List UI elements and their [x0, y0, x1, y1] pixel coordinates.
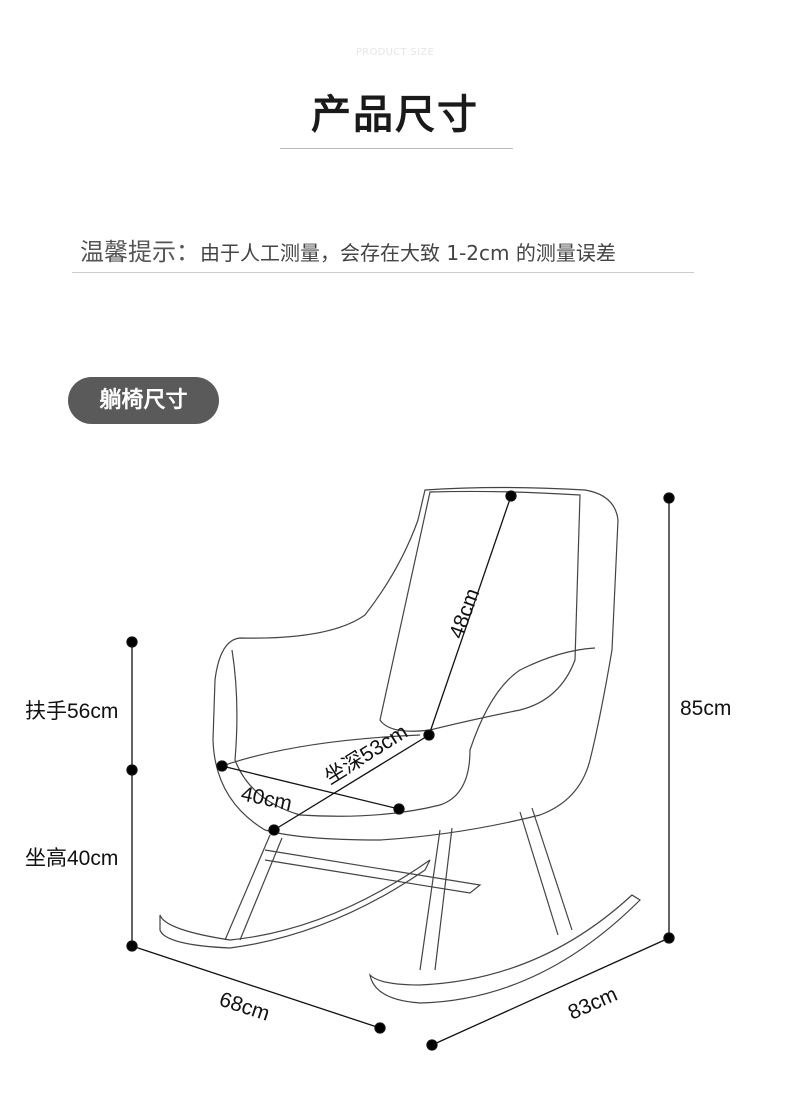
dimension-lines [126, 490, 675, 1051]
total-height-label: 85cm [680, 697, 731, 720]
title-divider [280, 148, 513, 149]
chair-outline [159, 486, 641, 1004]
depth-label: 83cm [565, 983, 621, 1025]
tip-text: 由于人工测量，会存在大致 1-2cm 的测量误差 [200, 241, 616, 265]
seat-height-label: 坐高40cm [25, 847, 118, 870]
tip-label: 温馨提示： [80, 238, 200, 266]
tip-divider [72, 272, 694, 273]
armrest-height-label: 扶手56cm [25, 700, 118, 723]
seat-width-label: 40cm [239, 782, 294, 815]
backrest-height-label: 48cm [445, 586, 484, 642]
page-title: 产品尺寸 [311, 92, 479, 138]
section-subtitle: PRODUCT SIZE [355, 47, 435, 58]
width-label: 68cm [216, 988, 272, 1026]
measurement-tip: 温馨提示：由于人工测量，会存在大致 1-2cm 的测量误差 [80, 232, 616, 267]
seat-depth-label: 坐深53cm [320, 720, 411, 789]
section-badge: 躺椅尺寸 [68, 377, 219, 424]
